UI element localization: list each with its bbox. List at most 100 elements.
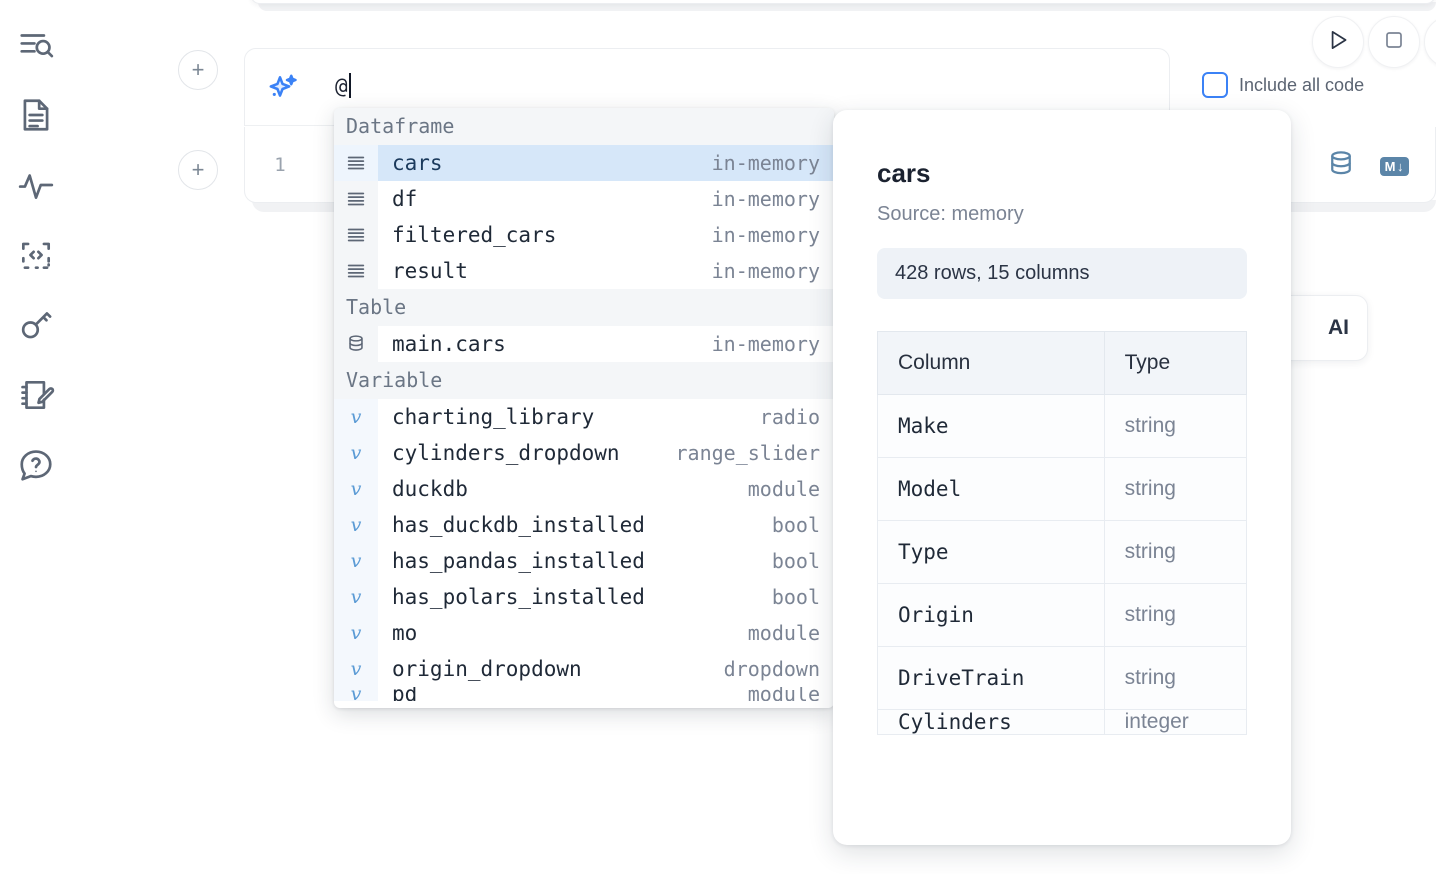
dataframe-icon: [334, 181, 378, 217]
autocomplete-item[interactable]: vmomodule: [334, 615, 834, 651]
autocomplete-item-name: result: [378, 259, 712, 283]
table-row: Modelstring: [878, 458, 1247, 521]
autocomplete-item-name: mo: [378, 621, 748, 645]
play-icon: [1325, 27, 1351, 58]
activity-icon: [17, 166, 55, 204]
autocomplete-item-name: has_polars_installed: [378, 585, 772, 609]
autocomplete-item[interactable]: resultin-memory: [334, 253, 834, 289]
sidebar-item-snippets[interactable]: [10, 228, 62, 282]
schema-column-name: Model: [878, 458, 1105, 521]
variable-icon: v: [334, 651, 378, 687]
autocomplete-item-kind: range_slider: [676, 441, 835, 465]
database-icon[interactable]: [1326, 149, 1356, 184]
variable-icon: v: [334, 507, 378, 543]
schema-column-type: string: [1104, 521, 1246, 584]
schema-column-name: Make: [878, 395, 1105, 458]
autocomplete-item-kind: module: [748, 693, 834, 695]
autocomplete-section-header: Dataframe: [334, 108, 834, 145]
schema-table-header-row: Column Type: [878, 332, 1247, 395]
sidebar-item-activity[interactable]: [10, 158, 62, 212]
schema-column-type: string: [1104, 647, 1246, 710]
stop-button[interactable]: [1368, 16, 1420, 68]
code-line-number: 1: [245, 127, 315, 202]
autocomplete-item[interactable]: vhas_pandas_installedbool: [334, 543, 834, 579]
sidebar-item-explore[interactable]: [10, 18, 62, 72]
schema-table: Column Type MakestringModelstringTypestr…: [877, 331, 1247, 735]
autocomplete-item[interactable]: carsin-memory: [334, 145, 834, 181]
variable-icon: v: [334, 615, 378, 651]
more-actions-button[interactable]: [1424, 16, 1436, 68]
stop-icon: [1382, 28, 1406, 57]
autocomplete-item[interactable]: vcylinders_dropdownrange_slider: [334, 435, 834, 471]
detail-title: cars: [877, 158, 1247, 189]
sidebar-item-documentation[interactable]: [10, 88, 62, 142]
document-icon: [17, 96, 55, 134]
autocomplete-item-kind: bool: [772, 513, 834, 537]
autocomplete-item-kind: in-memory: [712, 332, 834, 356]
autocomplete-item-name: main.cars: [378, 332, 712, 356]
include-all-code-checkbox[interactable]: [1202, 72, 1228, 98]
scratchpad-edit-icon: [17, 376, 55, 414]
add-cell-button-top[interactable]: +: [178, 50, 218, 90]
autocomplete-item-kind: in-memory: [712, 151, 834, 175]
sidebar-item-scratchpad[interactable]: [10, 368, 62, 422]
markdown-badge[interactable]: M↓: [1380, 157, 1409, 176]
table-row: Cylindersinteger: [878, 710, 1247, 735]
variable-icon: v: [334, 471, 378, 507]
autocomplete-item[interactable]: vhas_polars_installedbool: [334, 579, 834, 615]
autocomplete-dropdown[interactable]: Dataframecarsin-memorydfin-memoryfiltere…: [334, 108, 834, 708]
schema-column-header: Column: [878, 332, 1105, 395]
variable-detail-panel: cars Source: memory 428 rows, 15 columns…: [833, 110, 1291, 845]
detail-shape-badge: 428 rows, 15 columns: [877, 248, 1247, 299]
autocomplete-item-name: cars: [378, 151, 712, 175]
autocomplete-item[interactable]: vpdmodule: [334, 687, 834, 701]
include-all-code-row[interactable]: Include all code: [1202, 72, 1364, 98]
autocomplete-item-kind: module: [748, 477, 834, 501]
run-button[interactable]: [1312, 16, 1364, 68]
sidebar-item-secrets[interactable]: [10, 298, 62, 352]
dataframe-icon: [334, 217, 378, 253]
schema-column-type: string: [1104, 395, 1246, 458]
include-all-code-label: Include all code: [1239, 75, 1364, 96]
table-row: Originstring: [878, 584, 1247, 647]
help-chat-icon: [17, 446, 55, 484]
variable-icon: v: [334, 543, 378, 579]
autocomplete-item-name: origin_dropdown: [378, 657, 724, 681]
top-cell-card: [250, 0, 1436, 4]
add-cell-button-bottom[interactable]: +: [178, 150, 218, 190]
autocomplete-item[interactable]: filtered_carsin-memory: [334, 217, 834, 253]
schema-column-name: DriveTrain: [878, 647, 1105, 710]
schema-column-type: string: [1104, 584, 1246, 647]
table-row: Typestring: [878, 521, 1247, 584]
autocomplete-item-name: pd: [378, 693, 748, 695]
table-database-icon: [334, 326, 378, 362]
autocomplete-item-name: duckdb: [378, 477, 748, 501]
key-icon: [17, 306, 55, 344]
detail-source: Source: memory: [877, 203, 1247, 226]
autocomplete-item-name: has_duckdb_installed: [378, 513, 772, 537]
sidebar-item-help[interactable]: [10, 438, 62, 492]
text-caret: [349, 73, 351, 98]
code-snippet-icon: [17, 236, 55, 274]
table-row: Makestring: [878, 395, 1247, 458]
autocomplete-item-kind: in-memory: [712, 187, 834, 211]
schema-column-name: Origin: [878, 584, 1105, 647]
autocomplete-item-name: df: [378, 187, 712, 211]
autocomplete-item[interactable]: vduckdbmodule: [334, 471, 834, 507]
ai-prompt-input[interactable]: @: [335, 73, 351, 98]
autocomplete-item[interactable]: main.carsin-memory: [334, 326, 834, 362]
autocomplete-item-name: cylinders_dropdown: [378, 441, 676, 465]
autocomplete-item-name: has_pandas_installed: [378, 549, 772, 573]
sparkles-icon: [265, 71, 301, 112]
schema-column-type: integer: [1104, 710, 1246, 735]
dataframe-icon: [334, 145, 378, 181]
autocomplete-item[interactable]: vhas_duckdb_installedbool: [334, 507, 834, 543]
autocomplete-item-kind: in-memory: [712, 223, 834, 247]
autocomplete-item[interactable]: vcharting_libraryradio: [334, 399, 834, 435]
autocomplete-item-kind: dropdown: [724, 657, 834, 681]
explore-search-icon: [17, 26, 55, 64]
autocomplete-item[interactable]: dfin-memory: [334, 181, 834, 217]
autocomplete-section-header: Variable: [334, 362, 834, 399]
autocomplete-item[interactable]: vorigin_dropdowndropdown: [334, 651, 834, 687]
dataframe-icon: [334, 253, 378, 289]
